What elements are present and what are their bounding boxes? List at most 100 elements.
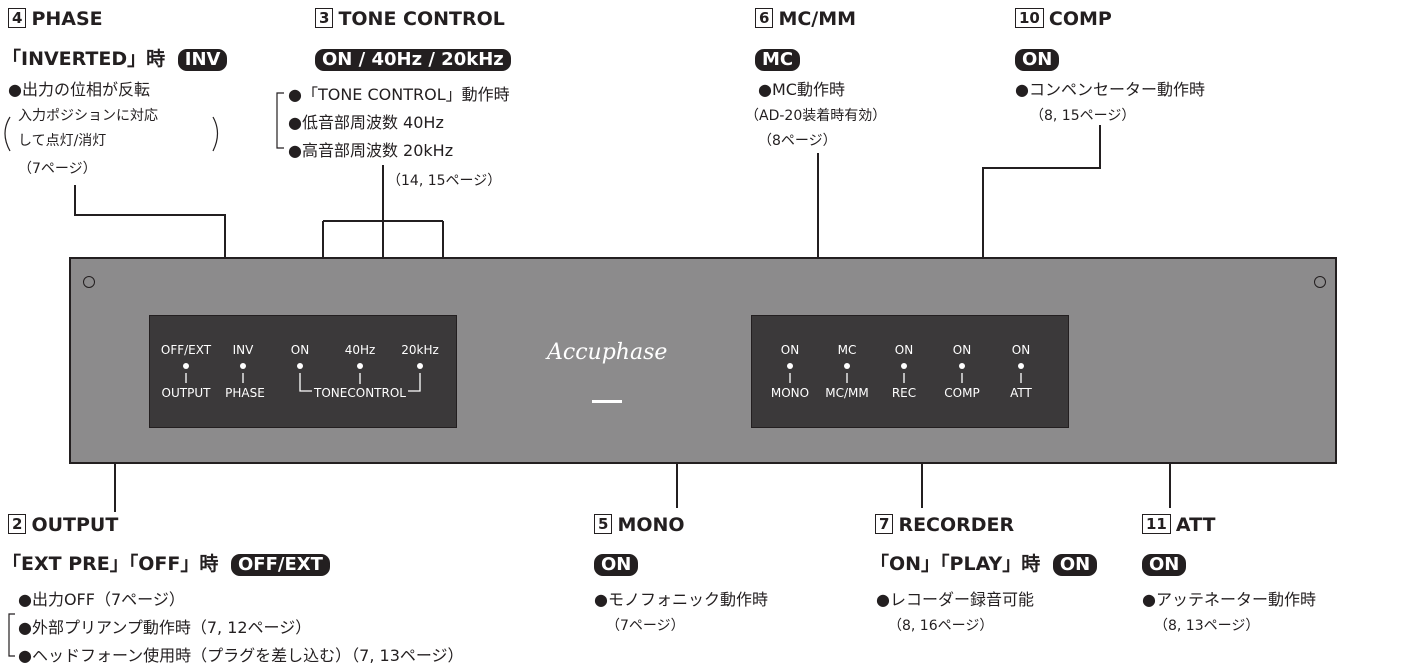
label-comp: COMP — [944, 386, 980, 400]
mcmm-desc-1: ●MC動作時 — [758, 80, 845, 99]
recorder-condition: 「ON」「PLAY」時 ON — [870, 553, 1098, 576]
label-rec: REC — [891, 386, 917, 400]
front-panel: OFF/EXT INV ON 40Hz 20kHz OUTPUT PHASE T… — [69, 257, 1337, 464]
mono-condition: ON — [594, 553, 639, 576]
phase-number: 4 — [8, 8, 27, 28]
mcmm-condition: MC — [755, 48, 801, 71]
comp-badge: ON — [1015, 49, 1060, 71]
right-indicator-display: ON MC ON ON ON MONO MC/MM REC COMP ATT — [751, 315, 1069, 428]
output-number: 2 — [8, 514, 27, 534]
comp-title: COMP — [1048, 8, 1112, 30]
phase-condition: 「INVERTED」時 INV — [2, 48, 228, 71]
mono-number: 5 — [594, 514, 613, 534]
tone-condition: ON / 40Hz / 20kHz — [315, 48, 511, 71]
tone-title: TONE CONTROL — [338, 8, 505, 30]
led-20khz — [417, 363, 423, 369]
label-40hz: 40Hz — [344, 343, 376, 357]
label-tone-on: ON — [290, 343, 310, 357]
label-att: ATT — [1010, 386, 1032, 400]
recorder-number: 7 — [875, 514, 894, 534]
phase-desc-4: （7ページ） — [18, 161, 97, 177]
mcmm-desc-2: （AD-20装着時有効） — [745, 108, 887, 124]
mcmm-desc-3: （8ページ） — [758, 133, 837, 149]
comp-desc-1: ●コンペンセーター動作時 — [1015, 80, 1205, 99]
mono-desc-2: （7ページ） — [606, 618, 685, 634]
screw-left — [83, 276, 95, 288]
tone-number: 3 — [315, 8, 334, 28]
tone-desc-2: ●低音部周波数 40Hz — [288, 113, 444, 132]
led-comp — [959, 363, 965, 369]
phase-desc-3: して点灯/消灯 — [18, 133, 107, 149]
label-mono: MONO — [770, 386, 810, 400]
tone-desc-4: （14, 15ページ） — [387, 173, 502, 189]
label-tonecontrol: TONECONTROL — [314, 386, 406, 400]
led-mcmm — [844, 363, 850, 369]
led-att — [1018, 363, 1024, 369]
recorder-desc-2: （8, 16ページ） — [888, 618, 994, 634]
mono-badge: ON — [594, 554, 639, 576]
mono-title: MONO — [617, 514, 685, 536]
recorder-title: RECORDER — [898, 514, 1015, 536]
phase-badge: INV — [177, 49, 228, 71]
recorder-condition-text: 「ON」「PLAY」時 — [870, 553, 1041, 575]
phase-desc-2: 入力ポジションに対応 — [18, 108, 158, 124]
mcmm-number: 6 — [755, 8, 774, 28]
led-phase — [240, 363, 246, 369]
phase-condition-text: 「INVERTED」時 — [2, 48, 166, 70]
output-condition-text: 「EXT PRE」「OFF」時 — [2, 553, 219, 575]
phase-desc-1: ●出力の位相が反転 — [8, 80, 150, 99]
recorder-desc-1: ●レコーダー録音可能 — [876, 590, 1034, 609]
led-rec — [901, 363, 907, 369]
label-mono-on: ON — [780, 343, 800, 357]
phase-title: PHASE — [31, 8, 103, 30]
label-mc: MC — [837, 343, 857, 357]
att-condition: ON — [1142, 553, 1187, 576]
tone-desc-1: ●「TONE CONTROL」動作時 — [288, 85, 510, 104]
att-badge: ON — [1142, 554, 1187, 576]
comp-condition: ON — [1015, 48, 1060, 71]
att-number: 11 — [1142, 514, 1171, 534]
mcmm-title: MC/MM — [778, 8, 857, 30]
att-title: ATT — [1175, 514, 1216, 536]
tone-badge: ON / 40Hz / 20kHz — [315, 49, 511, 71]
left-display-ticks — [185, 373, 421, 392]
output-title: OUTPUT — [31, 514, 119, 536]
label-offext: OFF/EXT — [160, 343, 212, 357]
right-display-ticks — [789, 373, 1022, 383]
output-desc-1: ●出力OFF（7ページ） — [18, 590, 185, 609]
comp-desc-2: （8, 15ページ） — [1030, 108, 1136, 124]
led-mono — [787, 363, 793, 369]
label-rec-on: ON — [894, 343, 914, 357]
label-inv: INV — [232, 343, 254, 357]
label-20khz: 20kHz — [401, 343, 439, 357]
mcmm-badge: MC — [755, 49, 801, 71]
output-condition: 「EXT PRE」「OFF」時 OFF/EXT — [2, 553, 330, 576]
label-att-on: ON — [1011, 343, 1031, 357]
led-output — [183, 363, 189, 369]
led-tone-on — [297, 363, 303, 369]
label-comp-on: ON — [952, 343, 972, 357]
label-phase: PHASE — [225, 386, 265, 400]
label-output: OUTPUT — [161, 386, 211, 400]
left-indicator-display: OFF/EXT INV ON 40Hz 20kHz OUTPUT PHASE T… — [149, 315, 457, 428]
accuphase-logo: Accuphase — [547, 340, 668, 365]
output-badge: OFF/EXT — [230, 554, 330, 576]
comp-number: 10 — [1015, 8, 1044, 28]
label-mcmm: MC/MM — [825, 386, 869, 400]
att-desc-2: （8, 13ページ） — [1154, 618, 1260, 634]
power-indicator-bar — [592, 400, 622, 403]
led-40hz — [357, 363, 363, 369]
recorder-badge: ON — [1052, 554, 1098, 576]
tone-desc-3: ●高音部周波数 20kHz — [288, 141, 454, 160]
screw-right — [1314, 276, 1326, 288]
mono-desc-1: ●モノフォニック動作時 — [594, 590, 768, 609]
output-desc-2: ●外部プリアンプ動作時（7, 12ページ） — [18, 618, 312, 637]
